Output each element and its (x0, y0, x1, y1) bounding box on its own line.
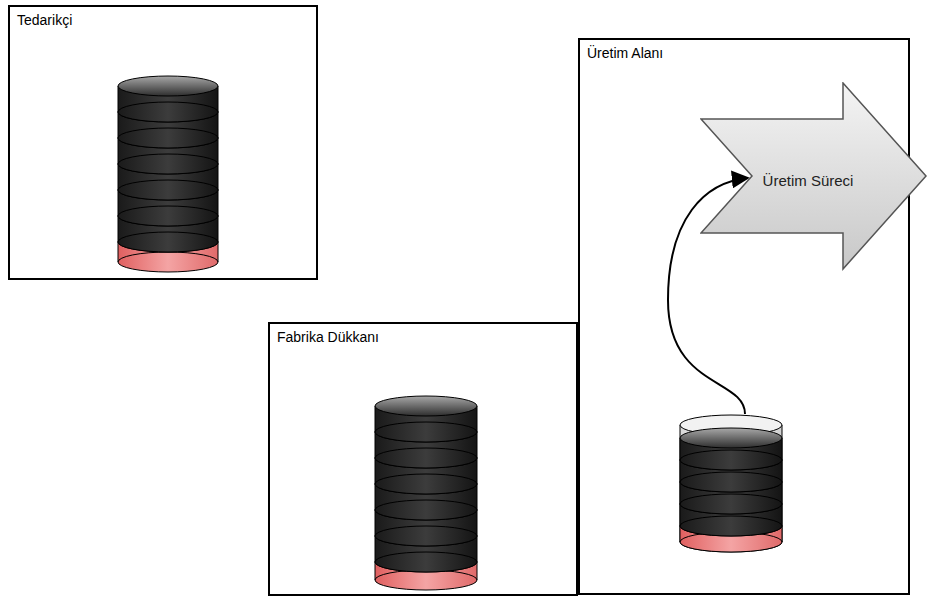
process-label: Üretim Süreci (758, 170, 858, 192)
material-stack (118, 76, 218, 272)
process-label-area: Üretim Süreci (758, 170, 858, 192)
material-stack (680, 415, 782, 552)
box-heading: Tedarikçi (17, 12, 72, 28)
material-stack (375, 396, 477, 590)
production-area-box: Üretim AlanıÜretim Süreci (578, 38, 910, 595)
box-heading: Fabrika Dükkanı (277, 329, 379, 345)
factory-shop-box: Fabrika Dükkanı (268, 322, 578, 596)
process-arrow: Üretim Süreci (700, 82, 928, 272)
supplier-box: Tedarikçi (8, 5, 318, 280)
box-heading: Üretim Alanı (587, 45, 663, 61)
